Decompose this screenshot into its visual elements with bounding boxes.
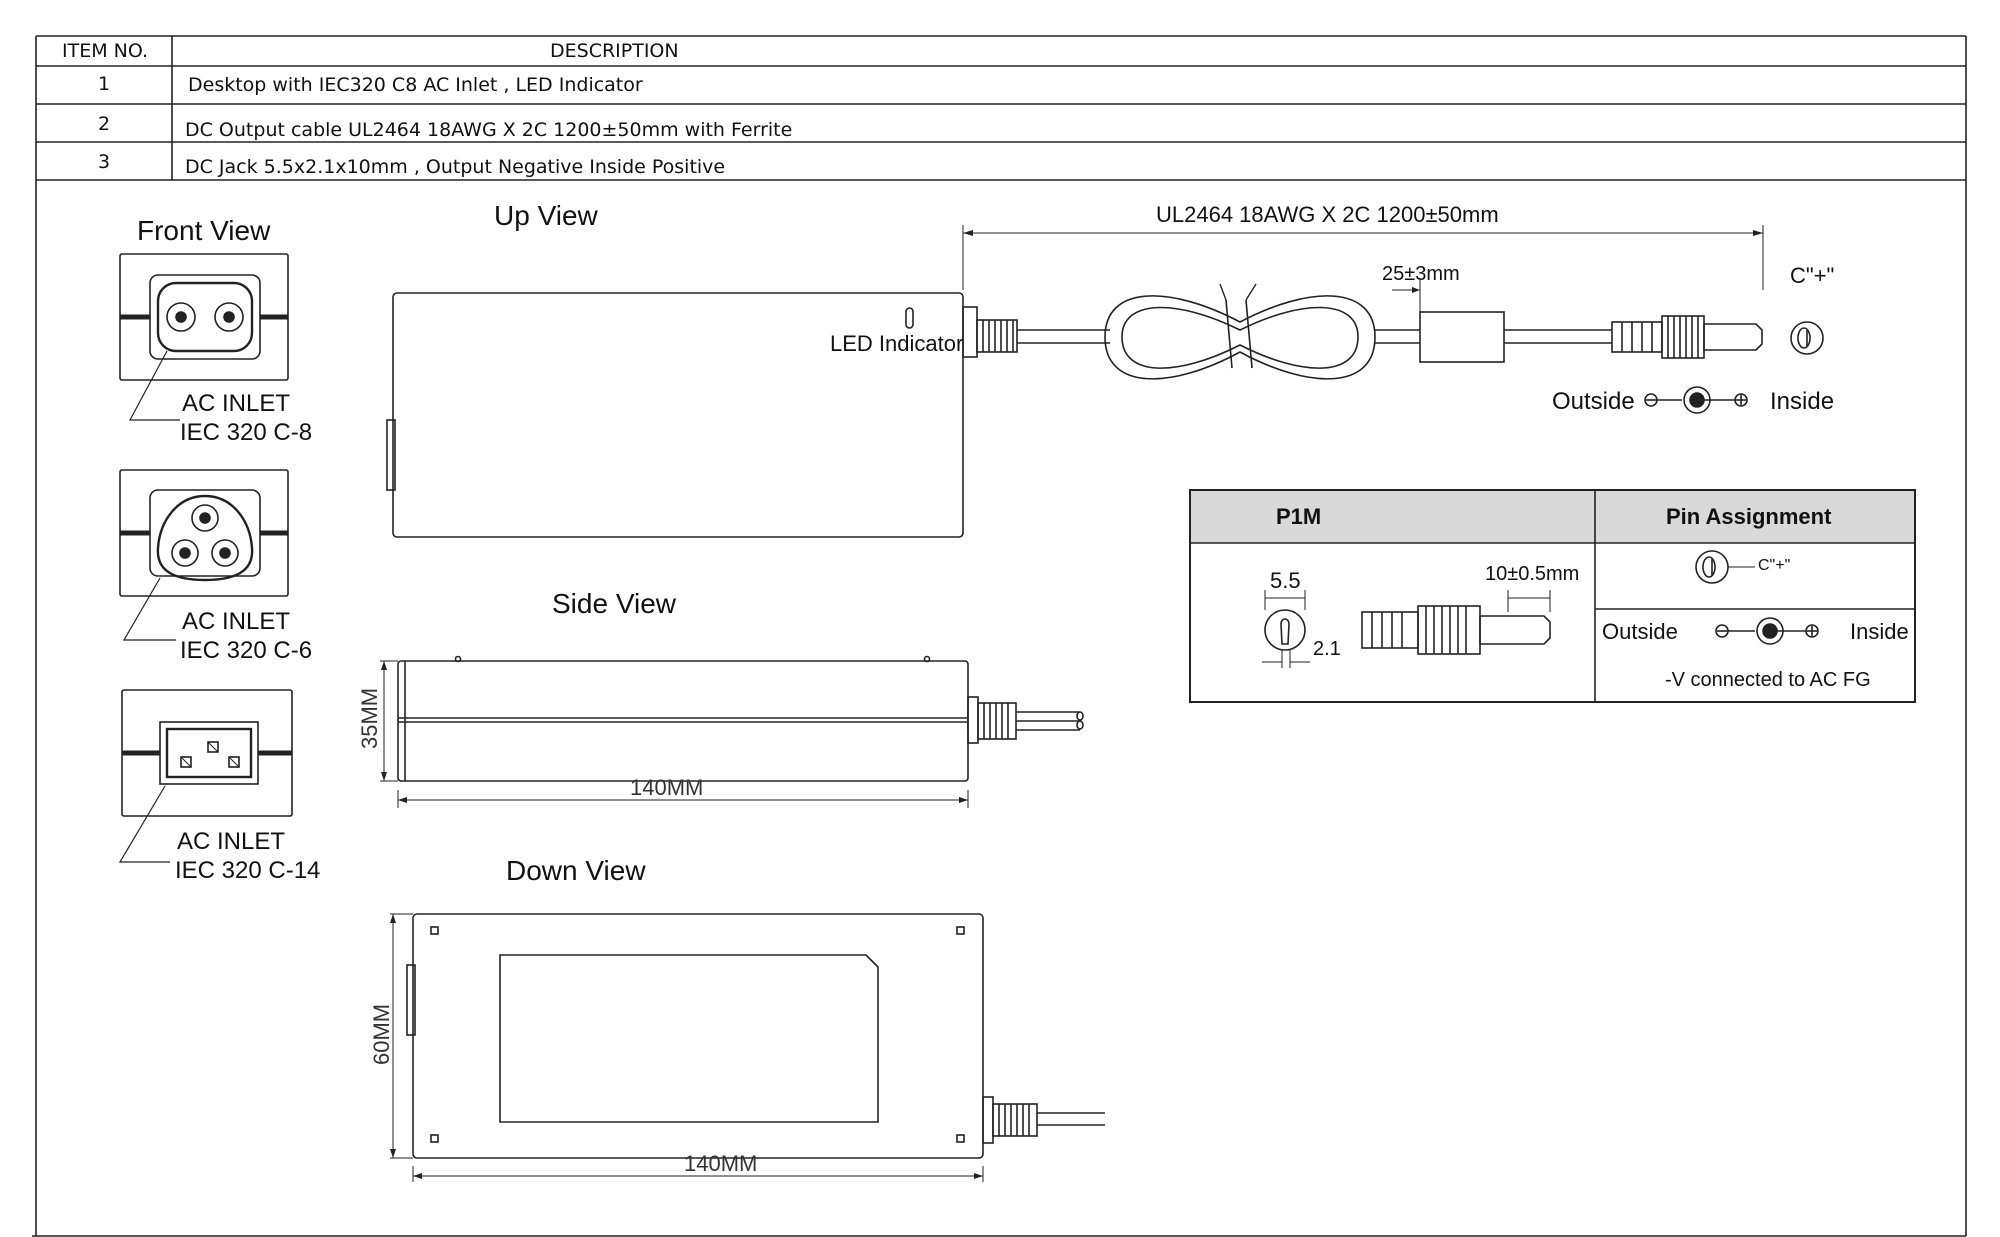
- inlet-c6-label-line1: AC INLET: [182, 608, 291, 635]
- cable-length-label: UL2464 18AWG X 2C 1200±50mm: [1156, 202, 1499, 227]
- side-view-height-label: 35MM: [357, 687, 382, 749]
- pin-polarity-inside-label: Inside: [1850, 619, 1909, 644]
- table-header-description: DESCRIPTION: [550, 40, 679, 62]
- pin-table-header-pin-assignment: Pin Assignment: [1666, 504, 1832, 529]
- inlet-c14-label-line1: AC INLET: [177, 828, 286, 855]
- down-view-length-label: 140MM: [684, 1151, 758, 1176]
- inlet-c8-drawing: [119, 253, 289, 421]
- pin-polarity-outside-label: Outside: [1602, 619, 1678, 644]
- jack-inner-diameter-label: 2.1: [1313, 638, 1341, 660]
- side-view-length-label: 140MM: [630, 775, 704, 800]
- inlet-c14-drawing: [118, 689, 293, 863]
- table-row-1-description: Desktop with IEC320 C8 AC Inlet , LED In…: [188, 74, 643, 96]
- pin-table-header-p1m: P1M: [1276, 504, 1322, 529]
- up-view-title: Up View: [494, 200, 598, 231]
- front-view-title: Front View: [137, 215, 271, 246]
- table-row-2-item: 2: [98, 113, 111, 135]
- led-indicator-label: LED Indicator: [830, 331, 964, 356]
- table-row-1-item: 1: [98, 73, 111, 95]
- polarity-inside-label: Inside: [1770, 388, 1835, 415]
- down-view-drawing: [390, 913, 1105, 1182]
- ferrite-dimension-label: 25±3mm: [1382, 263, 1460, 285]
- inlet-c6-drawing: [119, 469, 289, 641]
- inlet-c8-label-line1: AC INLET: [182, 390, 291, 417]
- plug-length-label: 10±0.5mm: [1485, 563, 1580, 585]
- side-view-title: Side View: [552, 588, 677, 619]
- polarity-outside-label: Outside: [1552, 388, 1635, 415]
- pin-table-drawing: [1189, 489, 1916, 703]
- inlet-c8-label-line2: IEC 320 C-8: [180, 419, 313, 446]
- center-positive-label: C"+": [1790, 263, 1835, 288]
- table-row-2-description: DC Output cable UL2464 18AWG X 2C 1200±5…: [185, 119, 793, 141]
- up-view-drawing: [386, 225, 1824, 538]
- table-row-3-description: DC Jack 5.5x2.1x10mm , Output Negative I…: [185, 156, 726, 178]
- pin-center-positive-label: C"+": [1758, 557, 1791, 574]
- item-table-lines: [36, 36, 1966, 181]
- pin-fg-note: -V connected to AC FG: [1665, 669, 1871, 691]
- jack-outer-diameter-label: 5.5: [1270, 568, 1301, 593]
- down-view-title: Down View: [506, 855, 646, 886]
- table-row-3-item: 3: [98, 151, 111, 173]
- inlet-c6-label-line2: IEC 320 C-6: [180, 637, 313, 664]
- side-view-drawing: [380, 655, 1084, 808]
- down-view-height-label: 60MM: [369, 1003, 394, 1065]
- table-header-item: ITEM NO.: [62, 40, 149, 62]
- inlet-c14-label-line2: IEC 320 C-14: [175, 857, 321, 884]
